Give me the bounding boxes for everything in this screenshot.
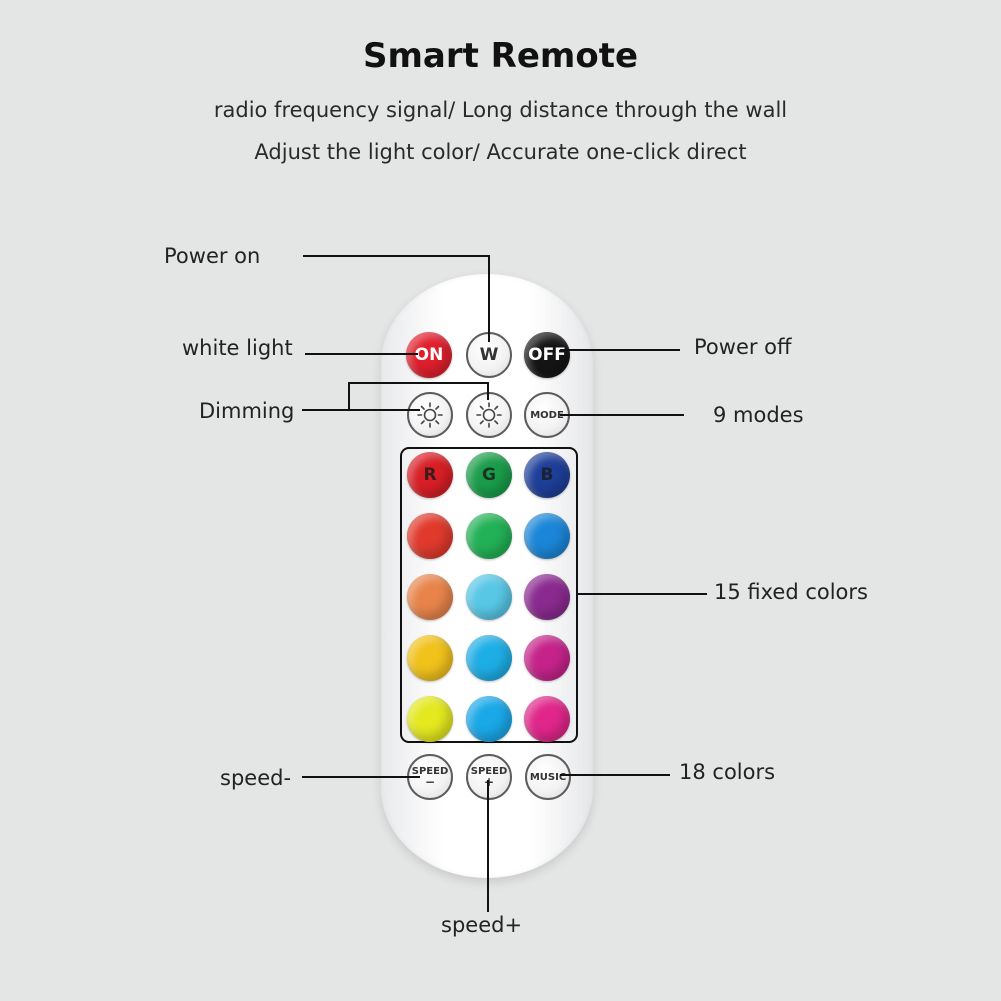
color-button[interactable]: B: [524, 452, 570, 498]
label-dimming: Dimming: [199, 399, 295, 423]
label-speed-plus: speed+: [441, 913, 523, 937]
power-on-button-label: ON: [414, 345, 444, 365]
power-off-button[interactable]: OFF: [524, 332, 570, 378]
label-fixed-colors: 15 fixed colors: [714, 580, 868, 604]
speed-minus-sign: −: [424, 775, 436, 789]
color-button[interactable]: [407, 513, 453, 559]
power-off-button-label: OFF: [528, 345, 566, 365]
label-power-off: Power off: [694, 335, 792, 359]
power-on-button[interactable]: ON: [406, 332, 452, 378]
color-button[interactable]: G: [466, 452, 512, 498]
fixed-colors-frame: [400, 447, 578, 743]
speed-plus-button[interactable]: SPEED +: [466, 754, 512, 800]
label-nine-modes: 9 modes: [713, 403, 804, 427]
music-button[interactable]: MUSIC: [525, 754, 571, 800]
color-button[interactable]: [466, 635, 512, 681]
music-button-label: MUSIC: [529, 771, 567, 783]
color-button[interactable]: [524, 574, 570, 620]
label-white-light: white light: [182, 336, 293, 360]
color-button[interactable]: R: [407, 452, 453, 498]
dim-down-button[interactable]: [407, 392, 453, 438]
dim-up-button[interactable]: [466, 392, 512, 438]
color-button[interactable]: [466, 696, 512, 742]
subtitle-line-2: Adjust the light color/ Accurate one-cli…: [254, 140, 747, 164]
color-button-label: G: [482, 465, 496, 485]
label-eighteen-colors: 18 colors: [679, 760, 776, 784]
color-button[interactable]: [524, 513, 570, 559]
color-button[interactable]: [466, 574, 512, 620]
color-button[interactable]: [407, 635, 453, 681]
speed-minus-button-label: SPEED: [411, 766, 449, 777]
color-button[interactable]: [407, 696, 453, 742]
speed-plus-sign: +: [483, 775, 495, 789]
white-light-button-label: W: [479, 345, 499, 365]
sun-icon: [417, 402, 443, 428]
color-button[interactable]: [524, 635, 570, 681]
color-button[interactable]: [524, 696, 570, 742]
label-power-on: Power on: [164, 244, 261, 268]
speed-minus-button[interactable]: SPEED −: [407, 754, 453, 800]
color-button[interactable]: [407, 574, 453, 620]
color-button-label: R: [423, 465, 437, 485]
mode-button-label: MODE: [530, 409, 564, 421]
subtitle-line-1: radio frequency signal/ Long distance th…: [213, 98, 788, 122]
color-button[interactable]: [466, 513, 512, 559]
white-light-button[interactable]: W: [466, 332, 512, 378]
mode-button[interactable]: MODE: [524, 392, 570, 438]
page-title: Smart Remote: [362, 36, 639, 76]
label-speed-minus: speed-: [220, 766, 292, 790]
color-button-label: B: [540, 465, 554, 485]
sun-icon: [476, 402, 502, 428]
speed-plus-button-label: SPEED: [470, 766, 508, 777]
